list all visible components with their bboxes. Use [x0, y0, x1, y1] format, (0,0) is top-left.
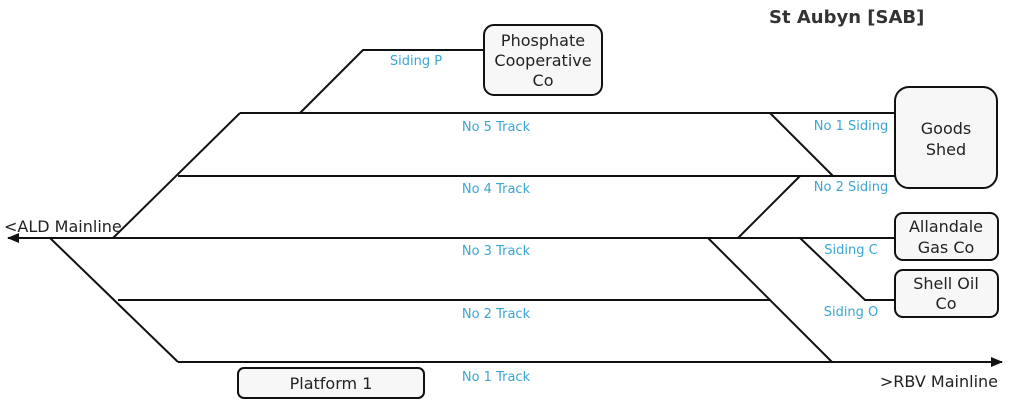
no1-siding-label: No 1 Siding [814, 119, 888, 134]
shell-line-1: Shell Oil [913, 274, 979, 293]
phosphate-box [483, 24, 603, 96]
no5-track-label: No 5 Track [462, 120, 531, 135]
no1-track-label: No 1 Track [462, 370, 531, 385]
siding-c-label: Siding C [824, 243, 877, 258]
crossover-5-4 [769, 112, 834, 177]
shell-box [894, 269, 999, 318]
no2-track-label: No 2 Track [462, 307, 531, 322]
goods-shed-box [894, 86, 998, 189]
phosphate-line-2: Cooperative [494, 51, 591, 70]
allandale-line-1: Allandale [909, 217, 983, 236]
ladder-left-lower [49, 237, 179, 363]
allandale-box [894, 212, 999, 261]
platform-box [237, 367, 425, 399]
phosphate-line-3: Co [533, 71, 554, 90]
allandale-line-2: Gas Co [918, 238, 975, 257]
goods-shed-line-1: Goods [921, 119, 971, 138]
crossover-3-1 [707, 237, 833, 363]
siding-o-line [799, 237, 895, 301]
siding-p-label: Siding P [390, 54, 442, 69]
siding-p-line [299, 49, 484, 114]
goods-shed-line-2: Shed [926, 140, 966, 159]
station-title: St Aubyn [SAB] [769, 7, 924, 28]
siding-o-label: Siding O [824, 305, 879, 320]
platform-label: Platform 1 [290, 374, 373, 393]
shell-line-2: Co [936, 294, 957, 313]
no3-track-label: No 3 Track [462, 244, 531, 259]
no2-siding-label: No 2 Siding [814, 180, 888, 195]
crossover-3-4 [737, 175, 801, 239]
ladder-left-upper [112, 112, 241, 239]
ald-mainline-label: <ALD Mainline [4, 217, 122, 236]
rbv-mainline-label: >RBV Mainline [880, 372, 998, 391]
phosphate-line-1: Phosphate [501, 31, 585, 50]
no4-track-label: No 4 Track [462, 182, 531, 197]
